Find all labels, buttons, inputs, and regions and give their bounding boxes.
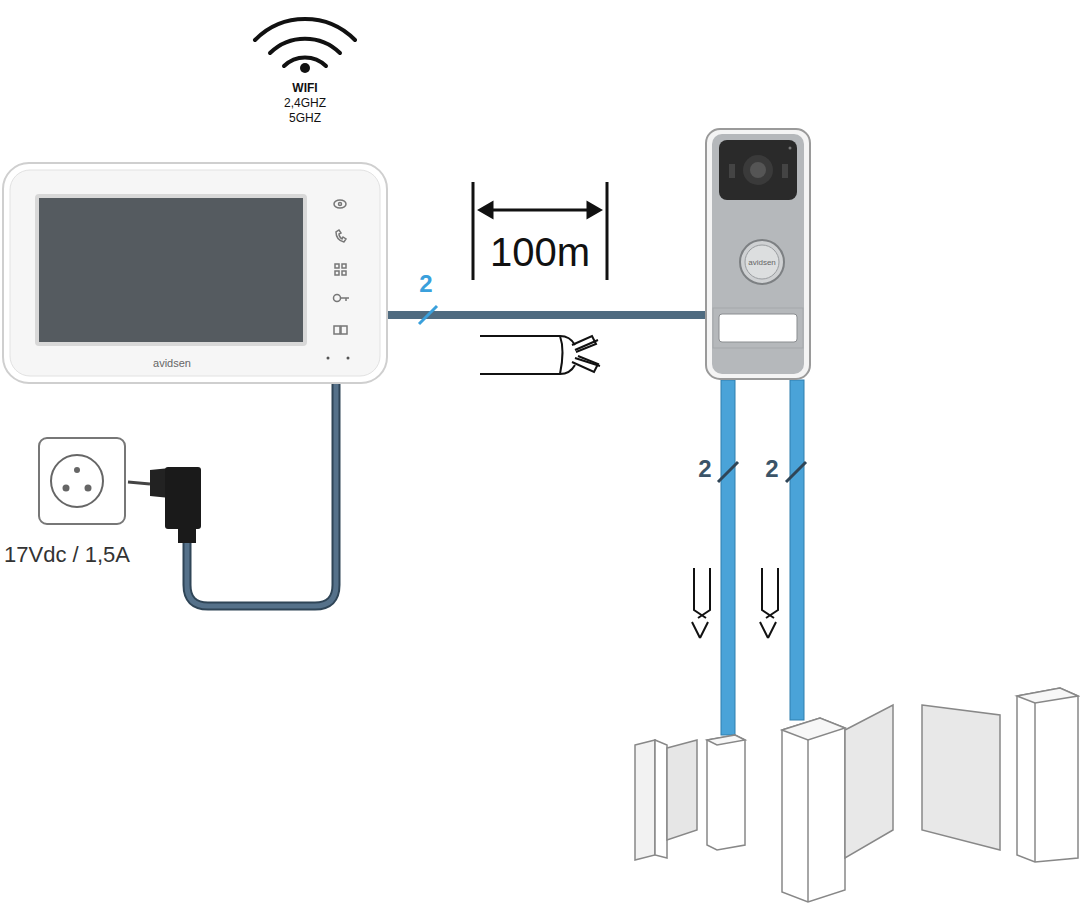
wire-count: 2 (419, 271, 432, 297)
power-rating: 17Vdc / 1,5A (4, 543, 130, 567)
two-wire-cable (388, 306, 705, 324)
brand-name: avidsen (153, 357, 191, 369)
brand-name: avidsen (748, 258, 776, 267)
door-station: avidsen (705, 128, 811, 380)
wire-count: 2 (698, 456, 711, 482)
wire-count: 2 (765, 456, 778, 482)
distance-dimension: 100m (490, 230, 590, 274)
wifi-label: WIFI (292, 82, 317, 95)
door-station-shape (705, 128, 811, 380)
frequency-label: 5GHZ (289, 112, 321, 125)
frequency-label: 2,4GHZ (284, 97, 326, 110)
indoor-monitor: avidsen (2, 162, 388, 384)
indoor-monitor-shape (2, 162, 388, 384)
